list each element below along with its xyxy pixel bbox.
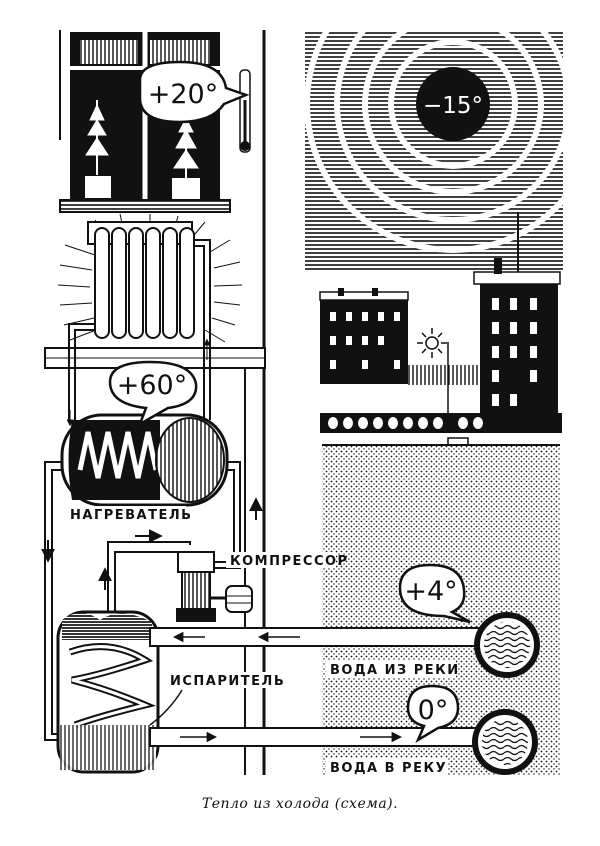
radiator: [66, 221, 211, 427]
outside-temp-text: −15°: [423, 93, 483, 119]
bubble-river-in-temp: +4°: [398, 563, 471, 624]
evaporator-tank: [56, 610, 160, 774]
compressor: [176, 551, 253, 622]
outdoor-scene: [304, 0, 600, 775]
river-outflow: [472, 709, 538, 775]
indoor-scene: [41, 30, 266, 775]
river-out-temp-text: 0°: [418, 695, 449, 726]
river-intake: [474, 612, 540, 678]
plant-left: [85, 100, 111, 198]
bubble-outside-temp: −15°: [423, 93, 483, 119]
cold-sun: [416, 67, 490, 141]
window-sill: [59, 199, 231, 213]
label-heater: НАГРЕВАТЕЛЬ: [66, 506, 193, 523]
label-water-in: ВОДА ИЗ РЕКИ: [326, 660, 460, 678]
bubble-heater-temp: +60°: [108, 360, 198, 427]
plant-right: [172, 112, 200, 199]
cold-sun-rings: [304, 0, 600, 253]
water-out-label: ВОДА В РЕКУ: [330, 761, 447, 776]
bubble-river-out-temp: 0°: [406, 684, 460, 744]
river-water-pipes: [149, 612, 540, 775]
city-buildings: [319, 212, 561, 420]
river-in-temp-text: +4°: [404, 576, 457, 607]
compressor-label: КОМПРЕССОР: [230, 554, 349, 569]
label-evaporator: ИСПАРИТЕЛЬ: [149, 672, 285, 726]
evaporator-label: ИСПАРИТЕЛЬ: [170, 674, 285, 689]
label-compressor: КОМПРЕССОР: [226, 552, 349, 569]
window: [59, 32, 231, 213]
bubble-room-temp: +20°: [138, 60, 250, 124]
motor: [225, 585, 253, 613]
heater-label: НАГРЕВАТЕЛЬ: [70, 508, 193, 523]
water-in-label: ВОДА ИЗ РЕКИ: [330, 663, 460, 678]
room-temp-text: +20°: [148, 79, 218, 110]
heater-tank: [60, 413, 229, 507]
figure-caption: Тепло из холода (схема).: [201, 796, 399, 812]
label-water-out: ВОДА В РЕКУ: [326, 758, 448, 776]
heater-temp-text: +60°: [117, 370, 187, 401]
thermometer: [239, 69, 251, 153]
